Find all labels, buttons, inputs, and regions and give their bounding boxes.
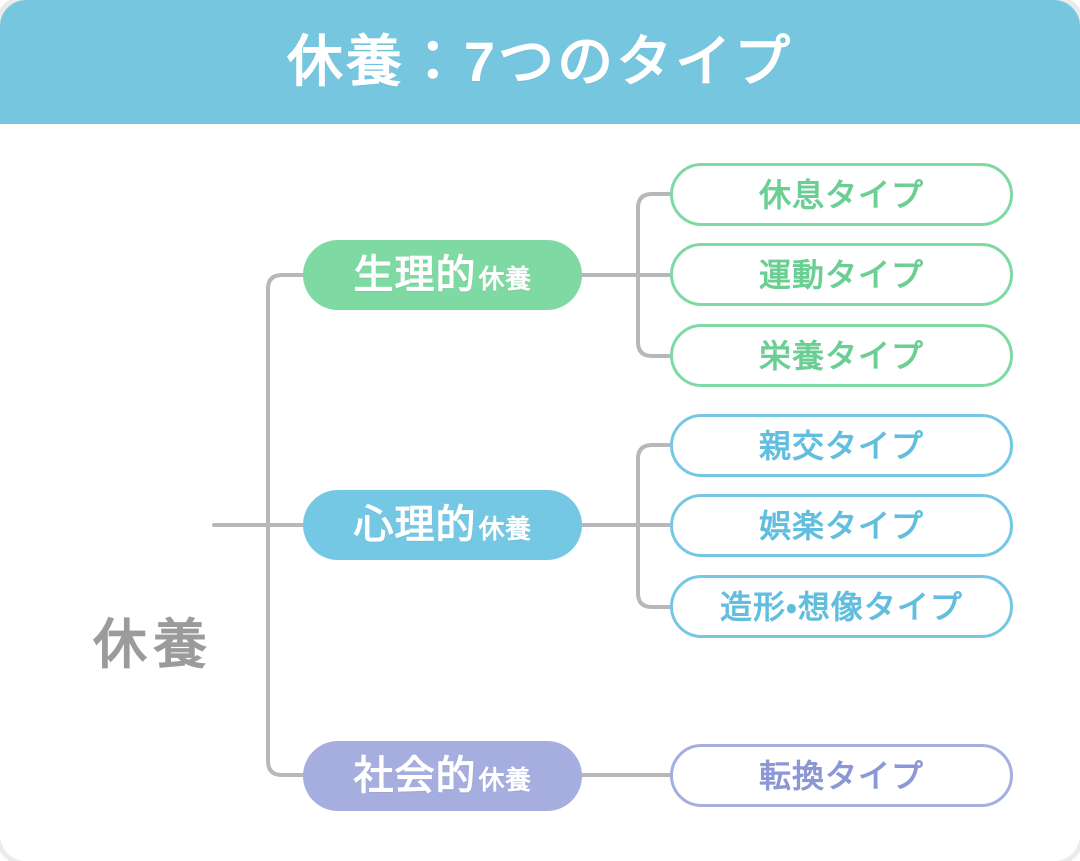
connector-lines: [212, 192, 672, 777]
leaf-node-nutrition[interactable]: 栄養タイプ: [670, 324, 1013, 387]
leaf-node-rest[interactable]: 休息タイプ: [670, 163, 1013, 226]
leaf-node-label: 親交タイプ: [758, 427, 924, 464]
category-main-text: 生理的: [353, 253, 477, 297]
leaf-node-change-of-pace[interactable]: 転換タイプ: [670, 744, 1013, 807]
leaf-node-label: 休息タイプ: [758, 176, 924, 213]
leaf-node-exercise[interactable]: 運動タイプ: [670, 243, 1013, 306]
page-title: 休養：7つのタイプ: [286, 30, 794, 93]
root-node-label: 休養: [93, 615, 213, 675]
category-label-psychological: 心理的休養: [353, 505, 531, 545]
leaf-node-socializing[interactable]: 親交タイプ: [670, 414, 1013, 477]
mindmap-diagram: 休養 生理的休養 心理的休養 社会的休養 休息タイプ 運動タイプ 栄養タイプ: [0, 124, 1080, 861]
category-node-social[interactable]: 社会的休養: [303, 741, 582, 811]
leaf-node-label: 娯楽タイプ: [758, 507, 924, 544]
category-sub-text: 休養: [478, 514, 532, 544]
leaf-node-label: 栄養タイプ: [758, 337, 924, 374]
category-main-text: 社会的: [353, 754, 477, 798]
leaf-node-label: 転換タイプ: [758, 757, 924, 794]
leaf-node-label: 造形・想像タイプ: [720, 588, 963, 625]
root-node[interactable]: 休養: [58, 609, 248, 681]
category-node-physiological[interactable]: 生理的休養: [303, 240, 582, 310]
category-sub-text: 休養: [478, 264, 532, 294]
leaf-node-label: 運動タイプ: [758, 256, 924, 293]
header-bar: 休養：7つのタイプ: [0, 0, 1080, 124]
leaf-node-creative-imaginative[interactable]: 造形・想像タイプ: [670, 575, 1013, 638]
category-label-physiological: 生理的休養: [353, 255, 531, 295]
category-label-social: 社会的休養: [353, 756, 531, 796]
leaf-node-entertainment[interactable]: 娯楽タイプ: [670, 494, 1013, 557]
category-node-psychological[interactable]: 心理的休養: [303, 490, 582, 560]
category-main-text: 心理的: [353, 503, 477, 547]
category-sub-text: 休養: [478, 765, 532, 795]
